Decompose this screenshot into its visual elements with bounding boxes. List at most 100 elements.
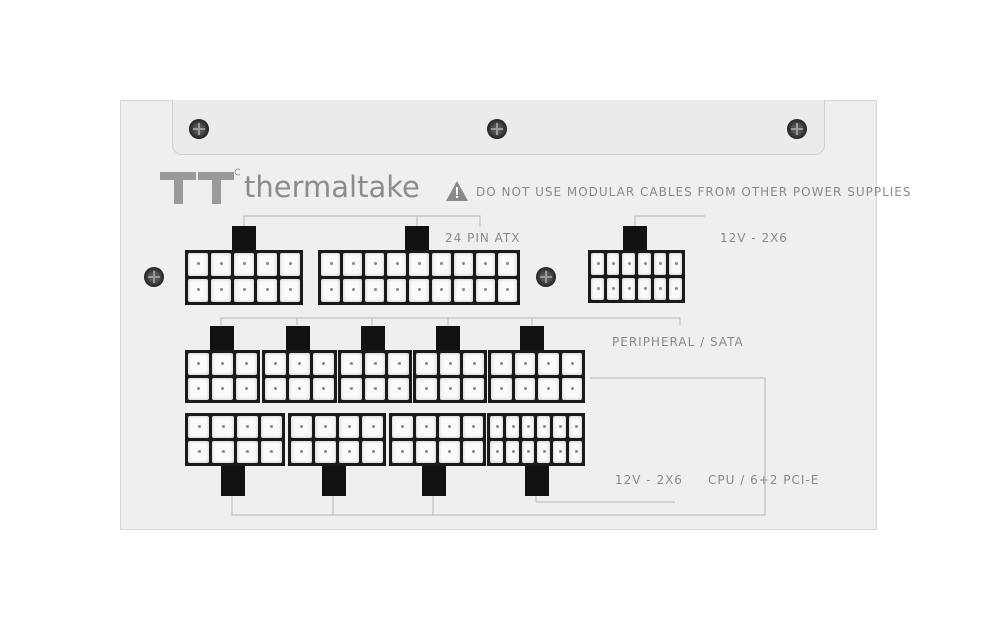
connector-latch-tab [436,326,460,350]
connector-pin [257,279,277,302]
connector-pin [280,253,300,276]
connector-pin [265,353,286,375]
screw-icon [787,119,807,139]
connector-pin [364,378,386,400]
screw-icon [144,267,164,287]
connector-peripheral-2[interactable] [262,350,337,403]
connector-peripheral-5[interactable] [488,350,585,403]
connector-pin [606,278,620,300]
connector-pin [521,441,535,463]
connector-12v-2x6-bottom[interactable] [487,413,585,466]
label-12v-2x6-bottom: 12V - 2X6 [615,473,683,487]
label-12v-2x6-top: 12V - 2X6 [720,231,788,245]
connector-pin [387,279,407,302]
connector-pin [387,253,407,276]
connector-pin [561,353,582,375]
connector-pin [439,378,461,400]
connector-pin [409,279,429,302]
connector-peripheral-1[interactable] [185,350,260,403]
connector-pin [638,278,651,300]
connector-pin [392,441,413,463]
connector-pin [462,416,483,438]
connector-atx-18pin[interactable] [318,250,520,305]
connector-pin [553,416,567,438]
connector-pin [497,279,517,302]
connector-pin [439,353,461,375]
connector-pin [314,441,336,463]
connector-pin [188,378,209,400]
connector-peripheral-4[interactable] [413,350,487,403]
connector-pin [291,416,312,438]
connector-pin [463,353,484,375]
connector-pin [669,253,682,275]
connector-pin [365,253,385,276]
connector-pin [409,253,429,276]
connector-cpu-pcie-3[interactable] [389,413,486,466]
connector-pin [415,441,436,463]
connector-pin [257,253,277,276]
label-24pin-atx: 24 PIN ATX [445,231,521,245]
connector-latch-tab [210,326,234,350]
connector-pin [212,353,233,375]
connector-pin [236,441,258,463]
connector-peripheral-3[interactable] [338,350,412,403]
connector-pin [188,416,210,438]
brand-name: thermaltake [244,170,420,204]
connector-pin [622,278,635,300]
connector-pin [212,416,234,438]
connector-pin [212,378,233,400]
connector-pin [211,279,231,302]
connector-pin [291,441,312,463]
connector-pin [416,378,437,400]
screw-icon [189,119,209,139]
connector-cpu-pcie-1[interactable] [185,413,285,466]
connector-pin [321,279,341,302]
connector-pin [343,253,363,276]
connector-pin [188,441,210,463]
connector-pin [514,378,535,400]
connector-pin [313,353,334,375]
connector-pin [475,253,495,276]
connector-pin [591,253,604,275]
connector-pin [569,416,582,438]
connector-pin [439,441,460,463]
connector-pin [188,353,209,375]
connector-pin [490,441,503,463]
connector-pin [431,279,451,302]
connector-latch-tab [232,226,256,250]
connector-pin [505,441,519,463]
connector-pin [212,441,234,463]
connector-latch-tab [322,466,346,496]
connector-pin [606,253,620,275]
connector-pin [388,353,409,375]
connector-pin [416,353,437,375]
connector-pin [537,416,551,438]
connector-pin [475,279,495,302]
connector-pin [211,253,231,276]
connector-pin [463,378,484,400]
connector-12v-2x6-top[interactable] [588,250,685,303]
connector-pin [514,353,535,375]
connector-pin [338,441,360,463]
connector-pin [669,278,682,300]
connector-latch-tab [221,466,245,496]
connector-cpu-pcie-2[interactable] [288,413,386,466]
connector-pin [260,441,282,463]
connector-pin [462,441,483,463]
connector-pin [453,279,473,302]
connector-pin [234,253,254,276]
connector-pin [591,278,604,300]
connector-pin [388,378,409,400]
connector-pin [491,353,512,375]
connector-latch-tab [422,466,446,496]
connector-atx-10pin[interactable] [185,250,303,305]
connector-pin [638,253,651,275]
connector-pin [497,253,517,276]
connector-pin [653,278,667,300]
connector-pin [236,353,257,375]
connector-pin [569,441,582,463]
connector-pin [343,279,363,302]
connector-pin [538,378,559,400]
connector-latch-tab [361,326,385,350]
connector-pin [392,416,413,438]
